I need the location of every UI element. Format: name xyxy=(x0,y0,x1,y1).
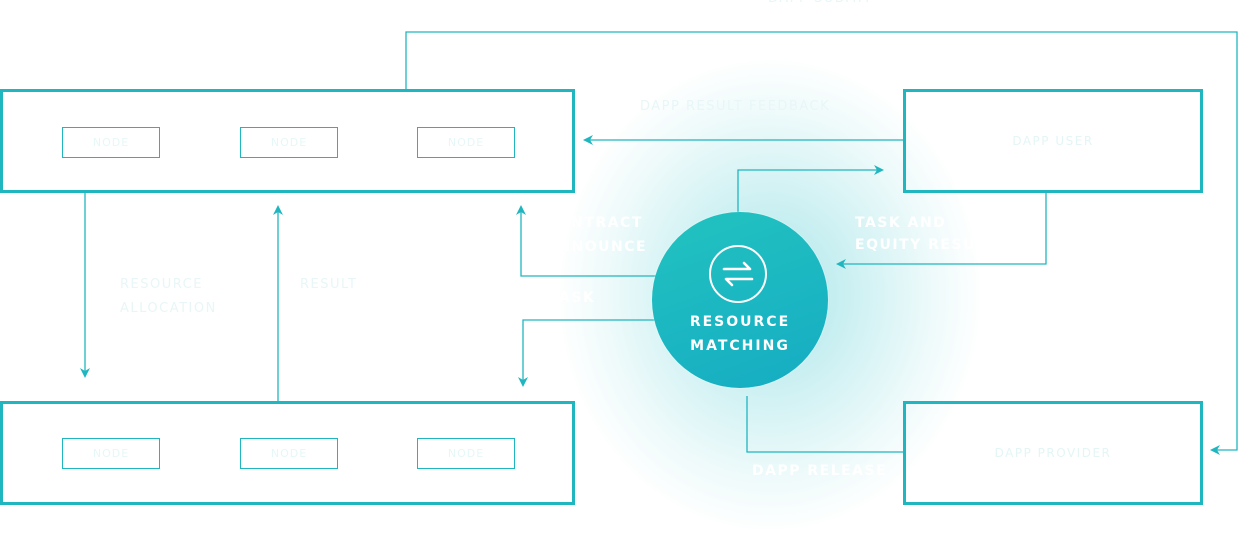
hub-title-line2: MATCHING xyxy=(690,338,790,354)
hub-to-user-connector xyxy=(737,165,884,212)
node-box: NODE xyxy=(62,127,160,158)
dapp-user-label: DAPP USER xyxy=(1012,134,1094,148)
dapp-provider-label: DAPP PROVIDER xyxy=(994,446,1112,460)
node-box: NODE xyxy=(417,127,515,158)
allocation-label-2: ALLOCATION xyxy=(120,301,217,316)
result-label: RESULT xyxy=(300,277,358,292)
hub-title: RESOURCE MATCHING xyxy=(652,310,828,358)
feedback-label: DAPP RESULT FEEDBACK xyxy=(640,99,831,114)
contract-connector xyxy=(516,205,656,277)
task-equity-label-1: TASK AND xyxy=(855,215,947,231)
node-box: NODE xyxy=(62,438,160,469)
task-equity-label-2: EQUITY RESULT xyxy=(855,237,996,253)
node-box: NODE xyxy=(240,127,338,158)
bottom-left-node-group: NODE NODE NODE xyxy=(0,401,575,505)
node-box: NODE xyxy=(417,438,515,469)
dapp-user-box: DAPP USER xyxy=(903,89,1203,193)
node-box: NODE xyxy=(240,438,338,469)
contract-label-1: CONTRACT xyxy=(546,215,643,231)
user-to-hub-connector xyxy=(836,192,1047,269)
top-loop-connector xyxy=(405,31,1238,455)
hub-title-line1: RESOURCE xyxy=(689,314,791,330)
dapp-provider-box: DAPP PROVIDER xyxy=(903,401,1203,505)
top-left-node-group: NODE NODE NODE xyxy=(0,89,575,193)
task-label: TASK xyxy=(549,290,596,306)
contract-label-2: ANNOUNCE xyxy=(546,239,648,255)
resource-matching-hub: RESOURCE MATCHING xyxy=(652,212,828,388)
dapp-release-label: DAPP RELEASE xyxy=(752,463,888,479)
allocation-label-1: RESOURCE xyxy=(120,277,203,292)
release-connector xyxy=(746,396,904,453)
task-connector xyxy=(518,319,656,387)
top-loop-label: DAPP SUBMIT xyxy=(768,0,873,10)
swap-arrows-icon xyxy=(709,245,767,303)
